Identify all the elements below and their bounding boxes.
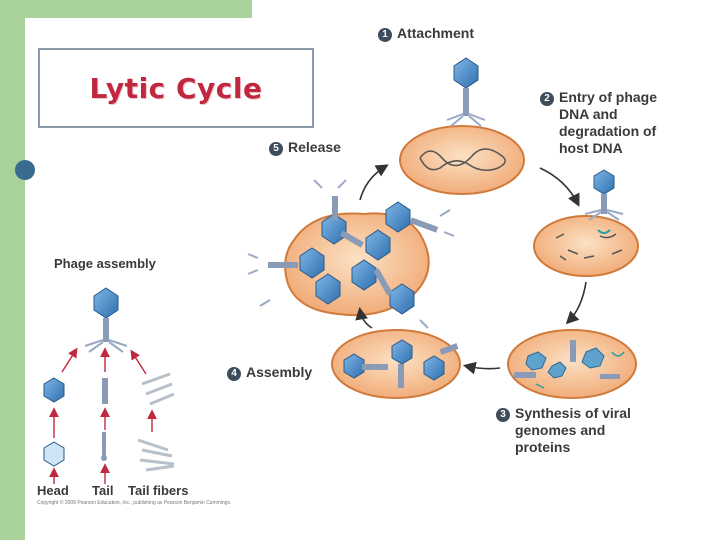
copyright-notice: Copyright © 2008 Pearson Education, Inc.… xyxy=(37,500,232,506)
step-4-number: 4 xyxy=(227,367,241,381)
part-tail-fibers-label: Tail fibers xyxy=(128,483,189,498)
bullet-marker xyxy=(15,160,35,180)
slide-green-top xyxy=(0,0,252,18)
cell-entry xyxy=(533,169,639,277)
step-2-number: 2 xyxy=(540,92,554,106)
step-1-text: Attachment xyxy=(397,25,475,41)
slide-title-box: Lytic Cycle xyxy=(38,48,314,128)
step-3-line-2: genomes and xyxy=(515,422,606,438)
cell-attachment xyxy=(399,57,525,195)
assembly-arrows xyxy=(49,347,157,484)
part-head-label: Head xyxy=(37,483,69,498)
phage-assembly-illustration xyxy=(43,287,175,472)
cell-synthesis xyxy=(507,329,637,399)
step-2-line-4: host DNA xyxy=(559,140,623,156)
step-2-line-2: DNA and xyxy=(559,106,618,122)
cell-release xyxy=(247,179,455,329)
step-4-text: Assembly xyxy=(246,364,313,380)
part-tail-label: Tail xyxy=(92,483,114,498)
step-4-label: 4 Assembly xyxy=(227,364,312,381)
phage-assembly-heading: Phage assembly xyxy=(54,256,156,271)
step-3-label: 3 Synthesis of viral genomes and proteins xyxy=(496,405,631,456)
step-2-line-1: Entry of phage xyxy=(559,89,658,105)
cycle-arrows xyxy=(355,164,587,375)
step-3-line-1: Synthesis of viral xyxy=(515,405,631,421)
step-5-number: 5 xyxy=(269,142,283,156)
step-3-number: 3 xyxy=(496,408,510,422)
slide-title: Lytic Cycle xyxy=(89,71,263,105)
step-1-number: 1 xyxy=(378,28,392,42)
step-3-line-3: proteins xyxy=(515,439,571,455)
step-5-text: Release xyxy=(288,139,341,155)
step-5-label: 5 Release xyxy=(269,139,341,156)
cell-assembly xyxy=(331,329,461,399)
step-2-line-3: degradation of xyxy=(559,123,657,139)
step-1-label: 1 Attachment xyxy=(378,25,474,42)
step-2-label: 2 Entry of phage DNA and degradation of h… xyxy=(540,89,657,157)
